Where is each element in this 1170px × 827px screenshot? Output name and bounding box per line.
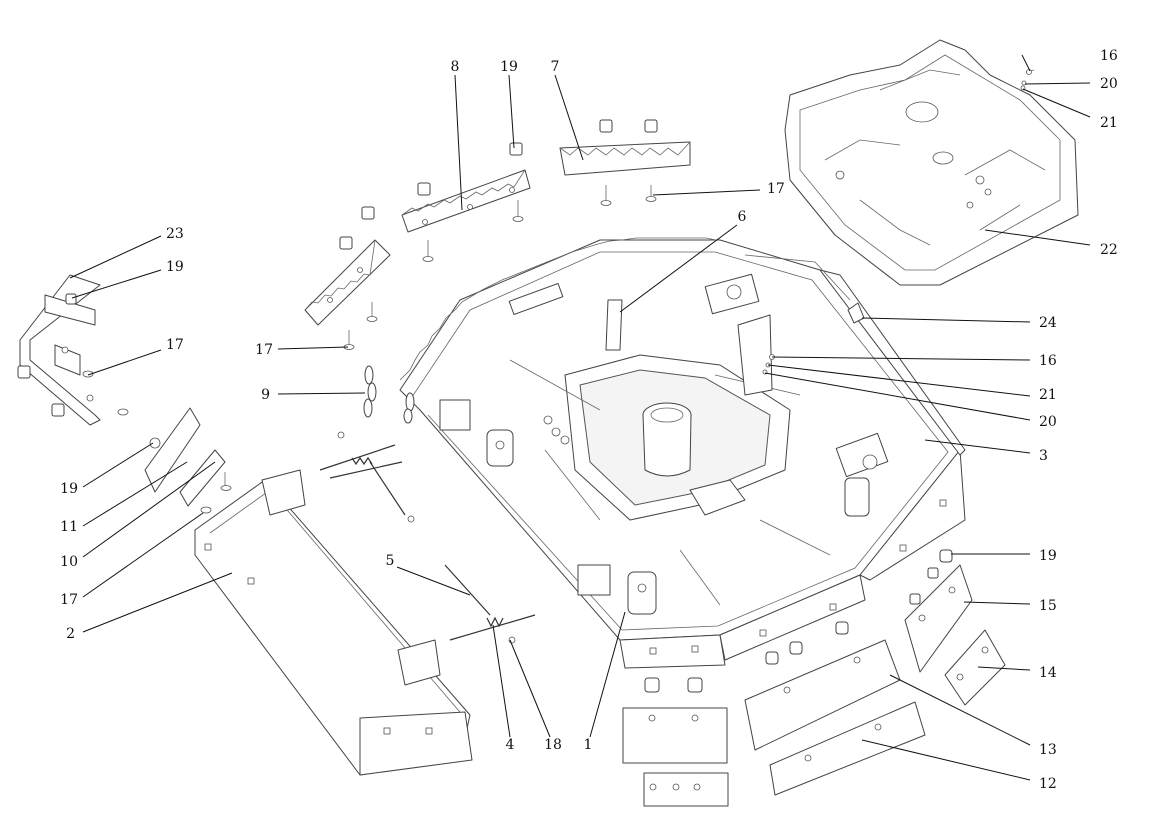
main-deck: [399, 237, 966, 669]
spindle-bracket-right: [704, 273, 889, 517]
leader-lines: [69, 54, 1091, 781]
callout-21-mid: 21: [1039, 387, 1057, 403]
wheel-bracket-left: [439, 399, 514, 467]
callout-4: 4: [506, 737, 515, 753]
callout-17-left: 17: [60, 592, 78, 608]
nut-set-bottom: [644, 549, 953, 693]
callout-20-mid: 20: [1039, 414, 1057, 430]
callout-3: 3: [1039, 448, 1048, 464]
callout-19-handle: 19: [166, 259, 184, 275]
serrated-strip-8: [401, 169, 531, 233]
callout-17-top: 17: [767, 181, 785, 197]
callout-16-top: 16: [1100, 48, 1118, 64]
callout-labels: 8 19 7 6 17 17 9 23 19 17 19 11 10 17 2 …: [60, 48, 1118, 792]
callout-22: 22: [1100, 242, 1118, 258]
callout-2: 2: [66, 626, 75, 642]
callout-9: 9: [261, 387, 270, 403]
callout-19-left: 19: [60, 481, 78, 497]
callout-19-top: 19: [500, 59, 518, 75]
callout-21-top: 21: [1100, 115, 1118, 131]
callout-23: 23: [166, 226, 184, 242]
spring-upper: [319, 431, 415, 523]
bolt-set-top: [343, 200, 524, 350]
callout-6: 6: [738, 209, 747, 225]
callout-13: 13: [1039, 742, 1057, 758]
callout-17-handle: 17: [166, 337, 184, 353]
callout-19-right: 19: [1039, 548, 1057, 564]
bolt-17-left-head: [220, 485, 232, 491]
nut-set-top: [339, 142, 523, 250]
callout-12: 12: [1039, 776, 1057, 792]
spring-lower: [444, 564, 536, 644]
deck-cover: [784, 39, 1079, 286]
callout-16-mid: 16: [1039, 353, 1057, 369]
hardware-top-right: [1020, 69, 1035, 91]
callout-11: 11: [60, 519, 78, 535]
callout-17-mid: 17: [255, 342, 273, 358]
callout-10: 10: [60, 554, 78, 570]
plate-11: [144, 407, 201, 493]
plate-12: [769, 701, 926, 796]
serrated-strip-7: [559, 119, 691, 206]
callout-24: 24: [1039, 315, 1057, 331]
callout-5: 5: [386, 553, 395, 569]
bolt-17-lower: [200, 506, 212, 514]
plate-14: [944, 629, 1006, 706]
chain: [363, 365, 415, 424]
plate-front-b: [643, 772, 729, 807]
trim-edge: [744, 254, 851, 301]
plate-front-a: [622, 707, 728, 764]
callout-1: 1: [584, 737, 593, 753]
plate-10: [179, 449, 226, 507]
callout-8: 8: [451, 59, 460, 75]
callout-14: 14: [1039, 665, 1057, 681]
callout-15: 15: [1039, 598, 1057, 614]
wheel-bracket-front: [577, 564, 657, 615]
handle-bracket: [17, 274, 129, 426]
side-baffle-left: [194, 469, 473, 776]
callout-20-top: 20: [1100, 76, 1118, 92]
callout-7: 7: [551, 59, 560, 75]
callout-18: 18: [544, 737, 562, 753]
serrated-strip-left: [304, 239, 391, 326]
plate-15: [904, 564, 973, 673]
